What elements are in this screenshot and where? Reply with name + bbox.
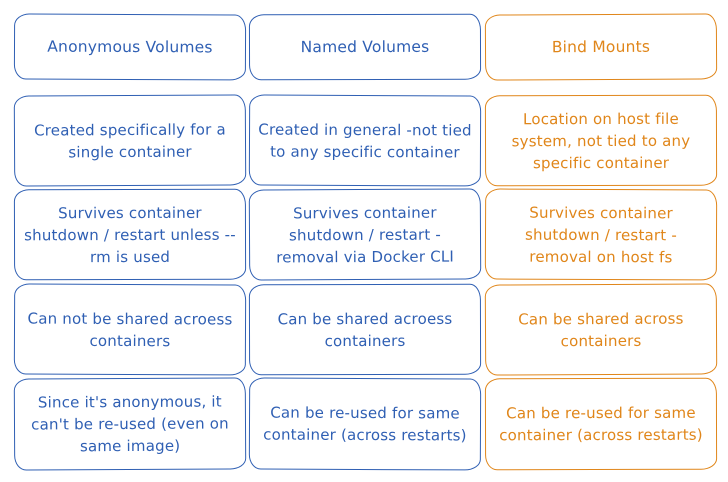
cell-text: Since it's anonymous, it can't be re-use… xyxy=(31,392,229,456)
cell-bind-lifetime: Survives container shutdown / restart - … xyxy=(484,188,718,281)
cell-text: Can not be shared acroess containers xyxy=(27,309,233,350)
header-anonymous-volumes: Anonymous Volumes xyxy=(13,13,247,81)
cell-named-reuse: Can be re-used for same container (acros… xyxy=(248,377,482,471)
header-named-volumes: Named Volumes xyxy=(248,13,482,81)
cell-text: Survives container shutdown / restart un… xyxy=(24,203,236,266)
cell-anonymous-reuse: Since it's anonymous, it can't be re-use… xyxy=(13,377,247,471)
header-bind-mounts: Bind Mounts xyxy=(484,13,718,81)
cell-anonymous-sharing: Can not be shared acroess containers xyxy=(13,283,247,376)
cell-text: Can be shared acroess containers xyxy=(277,309,453,350)
cell-text: Can be re-used for same container (acros… xyxy=(263,403,467,445)
cell-named-sharing: Can be shared acroess containers xyxy=(248,283,482,376)
cell-text: Created in general -not tied to any spec… xyxy=(258,120,472,161)
header-label: Named Volumes xyxy=(300,37,430,57)
cell-anonymous-creation: Created specifically for a single contai… xyxy=(13,94,247,187)
header-label: Bind Mounts xyxy=(551,37,651,57)
cell-text: Location on host file system, not tied t… xyxy=(511,109,691,172)
cell-anonymous-lifetime: Survives container shutdown / restart un… xyxy=(13,188,247,281)
cell-text: Survives container shutdown / restart - … xyxy=(524,203,678,266)
header-label: Anonymous Volumes xyxy=(47,37,213,57)
cell-named-creation: Created in general -not tied to any spec… xyxy=(248,94,482,187)
cell-text: Can be shared across containers xyxy=(518,309,684,350)
cell-bind-location: Location on host file system, not tied t… xyxy=(484,94,718,187)
cell-text: Created specifically for a single contai… xyxy=(34,119,226,161)
cell-text: Survives container shutdown / restart - … xyxy=(276,203,455,266)
cell-text: Can be re-used for same container (acros… xyxy=(499,403,703,445)
cell-named-lifetime: Survives container shutdown / restart - … xyxy=(248,188,482,281)
cell-bind-sharing: Can be shared across containers xyxy=(484,283,718,376)
cell-bind-reuse: Can be re-used for same container (acros… xyxy=(484,377,718,471)
